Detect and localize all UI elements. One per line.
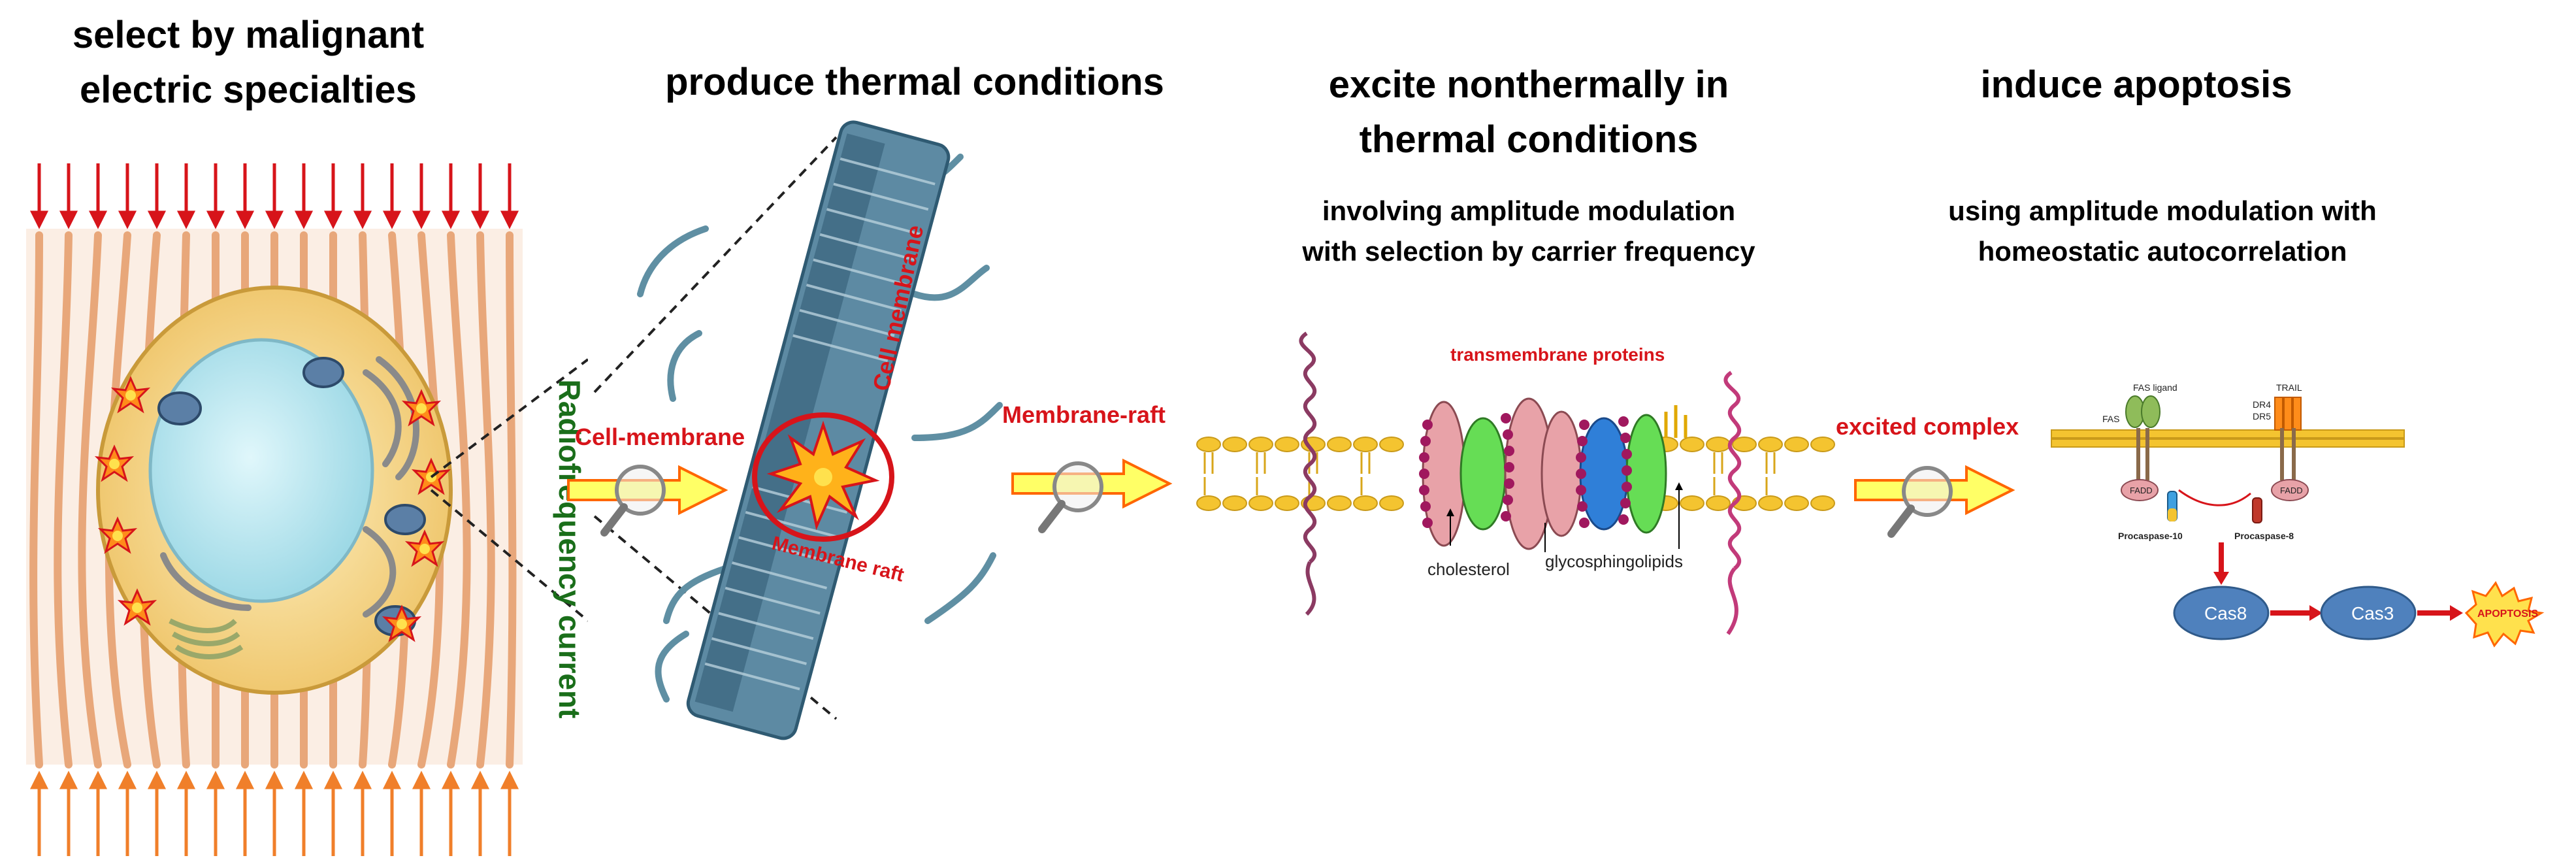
arrow1-label: Cell-membrane bbox=[575, 423, 745, 450]
magnifier3-icon bbox=[1887, 466, 1953, 538]
trail-label: TRAIL bbox=[2276, 382, 2302, 393]
fadd-right-label: FADD bbox=[2280, 486, 2303, 495]
step4-subtitle-line2: homeostatic autocorrelation bbox=[1978, 236, 2347, 267]
apoptosis-pathway-panel: FAS ligand FAS TRAIL DR4 DR5 FADD FADD P… bbox=[2051, 382, 2545, 648]
pathway-membrane-bottom bbox=[2051, 438, 2405, 448]
fas-label: FAS bbox=[2102, 414, 2119, 424]
pathway-membrane-top bbox=[2051, 429, 2405, 438]
right-helix bbox=[1723, 371, 1742, 635]
step4-subtitle-line1: using amplitude modulation with bbox=[1948, 195, 2377, 226]
zoom-line-upper bbox=[593, 136, 838, 393]
step3-subtitle: involving amplitude modulation with sele… bbox=[1222, 191, 1836, 272]
cas3-label: Cas3 bbox=[2351, 603, 2394, 623]
glycolipid-stalks bbox=[1664, 405, 1687, 438]
step2-title: produce thermal conditions bbox=[665, 61, 1164, 103]
step1-title: select by malignant electric specialties bbox=[39, 8, 457, 118]
dr5-label: DR5 bbox=[2253, 411, 2271, 422]
zoom-line-top bbox=[430, 358, 588, 478]
zoom-line-bottom bbox=[430, 489, 588, 622]
fadd-right-shape bbox=[2271, 479, 2309, 501]
raft-proteins bbox=[1422, 397, 1667, 550]
bead-chains bbox=[1419, 413, 1632, 528]
top-red-arrows bbox=[29, 163, 519, 229]
transmembrane-proteins-label: transmembrane proteins bbox=[1450, 344, 1665, 365]
step1-title-line1: select by malignant bbox=[72, 14, 425, 56]
membrane-strip-panel: Cell membrane Membrane raft bbox=[593, 120, 1003, 740]
nucleus bbox=[148, 338, 374, 603]
apoptosis-burst-icon bbox=[2464, 581, 2545, 648]
procaspase10-label: Procaspase-10 bbox=[2118, 531, 2183, 541]
step4-subtitle: using amplitude modulation with homeosta… bbox=[1882, 191, 2443, 272]
cas8-label: Cas8 bbox=[2204, 603, 2247, 623]
glycosphingolipids-label: glycosphingolipids bbox=[1545, 552, 1683, 571]
fibrils bbox=[637, 154, 1003, 703]
cas8-node bbox=[2173, 586, 2270, 640]
step3-subtitle-line2: with selection by carrier frequency bbox=[1302, 236, 1755, 267]
left-helix bbox=[1299, 331, 1317, 616]
cas3-node bbox=[2320, 586, 2417, 640]
step3-title: excite nonthermally in thermal condition… bbox=[1222, 58, 1836, 167]
step3-subtitle-line1: involving amplitude modulation bbox=[1322, 195, 1736, 226]
fadd-left-shape bbox=[2121, 479, 2159, 501]
arrow1 bbox=[567, 465, 728, 537]
dr4-label: DR4 bbox=[2253, 399, 2271, 410]
lipid-raft-panel: transmembrane proteins cholesterol glyco… bbox=[1196, 331, 1835, 635]
arrow2 bbox=[1011, 458, 1173, 533]
arrow2-label: Membrane-raft bbox=[1002, 401, 1166, 428]
step3-title-line2: thermal conditions bbox=[1359, 118, 1699, 161]
procaspase8-shape bbox=[2252, 497, 2262, 523]
fas-ligand-label: FAS ligand bbox=[2133, 382, 2177, 393]
cell-field-panel bbox=[26, 163, 588, 856]
fas-ligand-receptor bbox=[2125, 395, 2160, 480]
cholesterol-label: cholesterol bbox=[1427, 559, 1510, 579]
golgi bbox=[169, 618, 244, 659]
step3-title-line1: excite nonthermally in bbox=[1328, 63, 1729, 106]
bottom-orange-arrows bbox=[29, 770, 519, 856]
step4-title: induce apoptosis bbox=[1980, 63, 2292, 106]
fadd-left-label: FADD bbox=[2130, 486, 2153, 495]
magnifier1-icon bbox=[600, 465, 666, 537]
apoptosis-label: APOPTOSIS bbox=[2477, 608, 2538, 620]
arrow3-label: excited complex bbox=[1836, 413, 2019, 440]
trail-receptor bbox=[2274, 397, 2302, 480]
step1-title-line2: electric specialties bbox=[80, 69, 417, 111]
arrow3 bbox=[1854, 465, 2015, 538]
procaspase8-label: Procaspase-8 bbox=[2234, 531, 2294, 541]
magnifier2-icon bbox=[1038, 461, 1103, 533]
membrane-raft-circle bbox=[752, 412, 894, 542]
